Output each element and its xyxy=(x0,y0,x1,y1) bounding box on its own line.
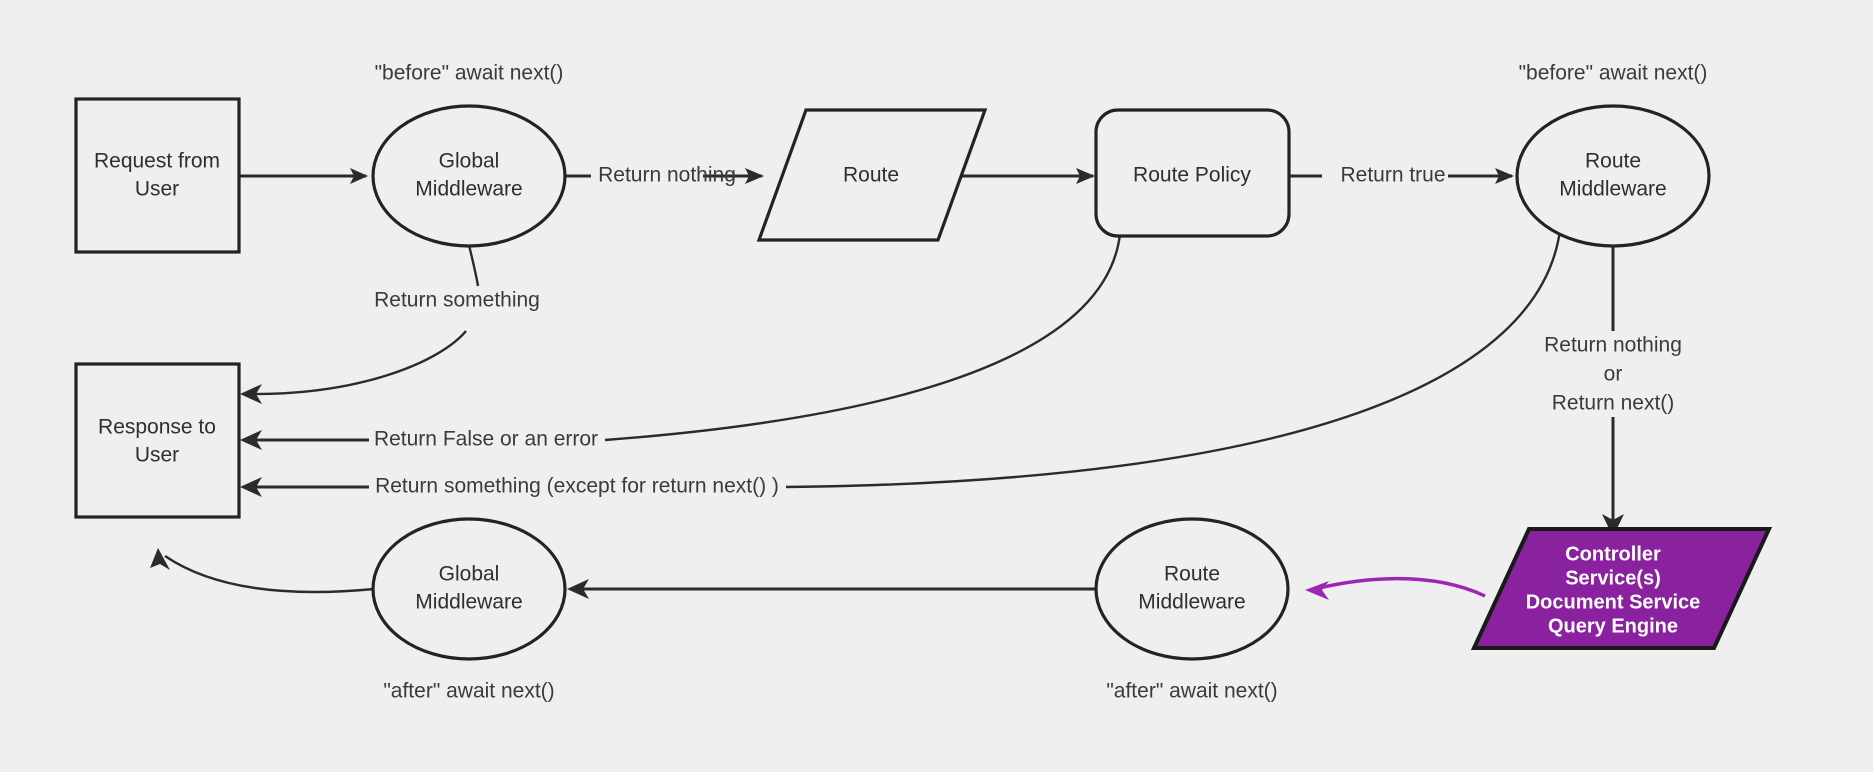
node-request-from-user-line2: User xyxy=(135,178,179,201)
edge-route-policy-to-route-middleware xyxy=(1289,168,1514,184)
edge-global-middleware-to-response xyxy=(150,548,375,594)
node-global-middleware-top-line2: Middleware xyxy=(415,178,522,201)
edge-label-return-nothing-text-2: Return nothing xyxy=(1544,334,1682,357)
node-route-middleware-top-line2: Middleware xyxy=(1559,178,1666,201)
edge-route-middleware-return-something xyxy=(240,229,1562,497)
edge-label-return-something-except-next: Return something (except for return next… xyxy=(369,474,786,500)
edge-label-return-next-text: Return next() xyxy=(1552,392,1675,415)
node-controller-services[interactable]: Controller Service(s) Document Service Q… xyxy=(1470,527,1773,650)
node-global-middleware-top[interactable]: Global Middleware xyxy=(371,104,567,248)
node-controller-line4: Query Engine xyxy=(1548,615,1678,637)
edge-route-to-route-policy xyxy=(938,168,1095,184)
node-route-policy[interactable]: Route Policy xyxy=(1094,108,1291,238)
node-global-middleware-top-line1: Global xyxy=(439,150,500,173)
edge-label-or-text: or xyxy=(1604,363,1623,386)
node-route-middleware-bottom-line2: Middleware xyxy=(1138,591,1245,614)
edge-route-middleware-to-global-middleware xyxy=(567,579,1096,599)
node-request-from-user-line1: Request from xyxy=(94,150,220,173)
node-route-label: Route xyxy=(843,164,899,187)
edge-label-return-nothing-text: Return nothing xyxy=(598,164,736,187)
edge-label-return-something-text: Return something xyxy=(374,289,540,312)
edge-request-to-global-middleware xyxy=(239,168,368,184)
annotation-after-global-middleware: "after" await next() xyxy=(383,680,554,703)
edge-label-return-true: Return true xyxy=(1322,163,1448,189)
edge-label-return-something: Return something xyxy=(364,288,546,314)
annotation-before-route-middleware: "before" await next() xyxy=(1519,62,1708,85)
node-request-from-user[interactable]: Request from User xyxy=(74,97,241,254)
node-controller-line2: Service(s) xyxy=(1565,567,1661,589)
node-route-middleware-top[interactable]: Route Middleware xyxy=(1515,104,1711,248)
edge-label-return-false-or-error-text: Return False or an error xyxy=(374,428,598,451)
annotation-after-route-middleware: "after" await next() xyxy=(1106,680,1277,703)
edge-label-return-something-except-next-text: Return something (except for return next… xyxy=(375,475,779,498)
node-response-to-user-line1: Response to xyxy=(98,416,216,439)
node-route-middleware-bottom[interactable]: Route Middleware xyxy=(1094,517,1290,661)
node-global-middleware-bottom-line2: Middleware xyxy=(415,591,522,614)
annotation-before-global-middleware: "before" await next() xyxy=(375,62,564,85)
node-route-middleware-top-line1: Route xyxy=(1585,150,1641,173)
node-route-middleware-bottom-line1: Route xyxy=(1164,563,1220,586)
edge-label-return-true-text: Return true xyxy=(1340,164,1445,187)
node-response-to-user-line2: User xyxy=(135,444,179,467)
edge-label-return-nothing: Return nothing xyxy=(591,163,736,189)
edge-global-middleware-return-something xyxy=(240,244,480,404)
edge-label-return-nothing-or-next: Return nothing or Return next() xyxy=(1530,332,1696,416)
node-response-to-user[interactable]: Response to User xyxy=(74,362,241,519)
node-route[interactable]: Route xyxy=(756,108,988,242)
node-controller-line1: Controller xyxy=(1565,543,1661,565)
node-controller-line3: Document Service xyxy=(1526,591,1701,613)
edge-controller-to-route-middleware xyxy=(1305,576,1486,600)
edge-global-middleware-to-route xyxy=(565,168,764,184)
node-global-middleware-bottom[interactable]: Global Middleware xyxy=(371,517,567,661)
node-route-policy-label: Route Policy xyxy=(1133,164,1251,187)
node-global-middleware-bottom-line1: Global xyxy=(439,563,500,586)
edge-label-return-false-or-error: Return False or an error xyxy=(369,427,604,453)
edge-route-policy-return-false xyxy=(240,233,1122,450)
